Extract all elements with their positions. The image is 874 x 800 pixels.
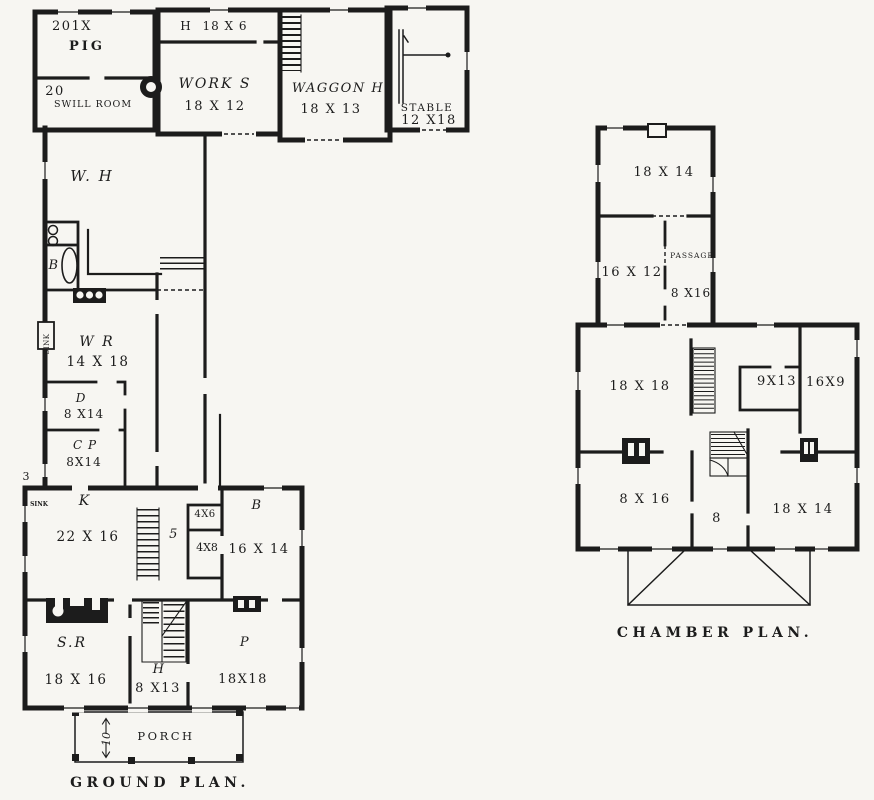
label-sitting-room: S.R [57,635,87,651]
label-wash-room-dim: 14 X 18 [66,354,129,370]
chamber-stair-shaft-icon [692,347,716,414]
label-wash-house: W. H [70,167,113,185]
label-workshop: WORK S [179,76,252,92]
window-marks-chamber [573,123,862,554]
label-num3: 3 [23,470,30,483]
stable-stall-fittings [398,29,451,104]
label-stable: STABLE [401,102,454,114]
label-chamber-hall: 8 [712,511,722,526]
label-waggon: WAGGON H [292,81,384,96]
label-parlor-dim: 18X18 [218,672,268,687]
label-bedroom-dim: 16 X 14 [228,542,289,557]
range-icon [73,288,106,303]
sink-icon [37,321,55,350]
ground-main-house: 3 SINK K 22 X 16 5 4X6 4X8 B 16 X 14 S.R… [22,470,305,711]
chamber-stairs-icon [709,431,749,477]
ground-plan-title: GROUND PLAN. [70,775,250,791]
closet-fixtures-icon [47,224,59,247]
label-chamber-top: 18 X 14 [633,165,694,180]
label-h-room: H [180,19,191,33]
chamber-wing-labels: 18 X 14 16 X 12 PASSAGE 8 X16 [601,165,714,300]
outbuilding-labels: 201X PIG 20 SWILL ROOM H 18 X 6 WORK S 1… [45,19,456,128]
label-waggon-dim: 18 X 13 [300,102,361,117]
label-closet2: 4X8 [196,541,218,554]
ground-outbuildings: 201X PIG 20 SWILL ROOM H 18 X 6 WORK S 1… [32,5,470,143]
label-num5: 5 [169,527,179,542]
chamber-main-block: 18 X 18 9X13 16X9 8 X 16 8 18 X 14 [575,322,860,552]
wing-labels: W. H B SINK W R 14 X 18 D 8 X14 C P 8X14 [43,167,129,469]
label-passage-dim: 8 X16 [671,286,711,300]
label-sitting-room-dim: 18 X 16 [44,672,107,688]
chimney-notch-icon [647,123,667,138]
chamber-fireplace-left-icon [622,438,650,464]
label-bath: B [47,258,59,273]
label-chamber-left: 16 X 12 [601,265,662,280]
boiler-icon [140,76,162,98]
label-kitchen-dim: 22 X 16 [56,529,119,545]
chamber-wing: 18 X 14 16 X 12 PASSAGE 8 X16 [595,123,716,328]
label-swill-room: SWILL ROOM [54,99,132,110]
label-dairy: D [75,391,87,405]
kitchen-stairs-icon [136,507,160,581]
ground-porch: 10 PORCH [72,709,244,764]
label-parlor: P [239,635,250,650]
label-china-pantry-dim: 8X14 [66,455,101,469]
label-h-room-dim: 18 X 6 [202,19,247,33]
label-pig: PIG [69,39,105,54]
label-dairy-dim: 8 X14 [64,407,104,421]
label-sink: SINK [43,333,51,354]
label-hall-dim: 8 X13 [135,681,181,696]
kitchen-fireplace-icon [46,598,108,623]
label-chamber-913: 9X13 [757,374,797,389]
main-house-labels: 3 SINK K 22 X 16 5 4X6 4X8 B 16 X 14 S.R… [23,470,289,696]
label-chamber-816: 8 X 16 [619,492,670,507]
label-chamber-main: 18 X 18 [609,379,670,394]
label-pig-dim: 201X [52,19,92,34]
ground-service-wing: W. H B SINK W R 14 X 18 D 8 X14 C P 8X14 [37,125,222,491]
label-passage: PASSAGE [670,251,714,260]
porch-dimension: 10 [100,717,113,759]
label-china-pantry: C P [73,438,97,452]
window-marks-ground [20,3,472,713]
chamber-main-labels: 18 X 18 9X13 16X9 8 X 16 8 18 X 14 [609,374,846,526]
label-kitchen: K [78,493,91,509]
label-kitchen-sink: SINK [30,501,49,508]
label-bedroom: B [250,498,262,513]
chamber-porch-roof [626,548,812,607]
parlor-fireplace-icon [233,596,261,612]
chamber-fireplace-right-icon [800,438,818,462]
waggon-stair-icon [281,14,302,73]
label-porch: PORCH [137,729,194,743]
label-swill-num: 20 [45,84,65,99]
label-stable-dim: 12 X18 [401,113,456,128]
chamber-plan-title: CHAMBER PLAN. [617,625,813,641]
bathtub-icon [61,247,78,284]
label-wash-room: W R [79,334,114,350]
hall-stairs-icon [141,599,187,663]
label-chamber-1814: 18 X 14 [772,502,833,517]
label-closet1: 4X6 [194,509,215,520]
label-chamber-169: 16X9 [806,375,846,390]
label-hall: H [152,662,166,677]
label-workshop-dim: 18 X 12 [184,99,245,114]
label-porch-width: 10 [100,732,113,746]
